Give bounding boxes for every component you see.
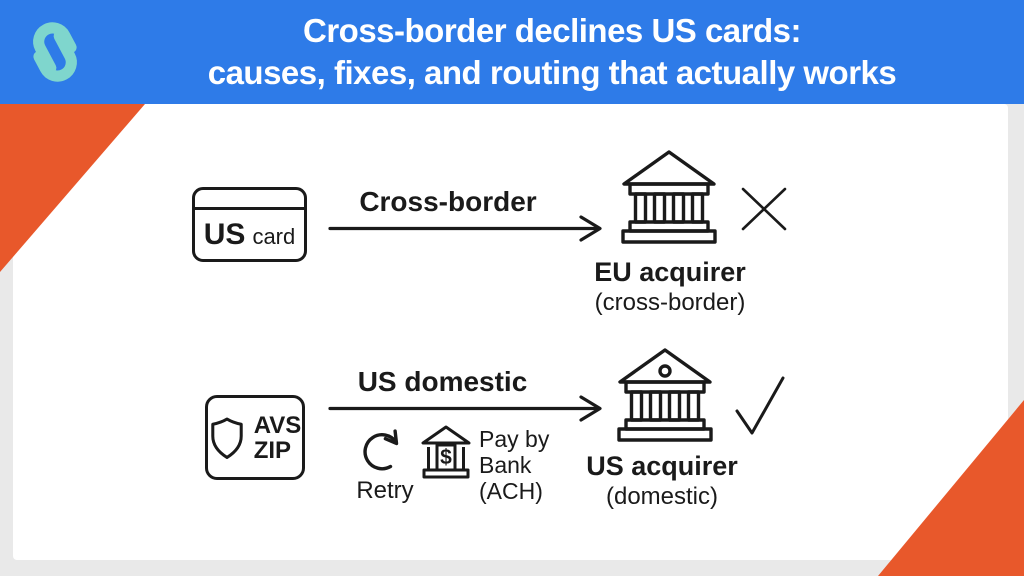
card-label-secondary: card (252, 223, 296, 249)
us-card-icon: US card (192, 187, 307, 262)
retry-circular-arrow-icon (363, 429, 399, 471)
card-label: US card (195, 210, 304, 259)
eu-acquirer-bank-icon (621, 150, 717, 244)
us-acquirer-note: (domestic) (605, 483, 719, 510)
pay-by-bank-label: Pay by Bank (ACH) (479, 426, 569, 504)
route-label-us-domestic: US domestic (357, 366, 528, 397)
us-acquirer-label: US acquirer (586, 451, 738, 481)
x-mark-icon (741, 187, 787, 231)
shield-icon (210, 417, 243, 459)
bank-dollar-icon: $ (421, 425, 471, 479)
card-label-primary: US (203, 217, 246, 251)
brand-swirl-icon (33, 22, 77, 82)
eu-acquirer-note: (cross-border) (594, 289, 746, 316)
us-acquirer-bank-icon (617, 348, 713, 442)
route-label-cross-border: Cross-border (359, 186, 537, 217)
arrow-right-icon (328, 215, 602, 242)
title-line-1: Cross-border declines US cards: (303, 12, 802, 49)
dollar-symbol: $ (440, 446, 452, 469)
avs-zip-label: AVS ZIP (254, 413, 302, 463)
check-mark-icon (735, 376, 785, 435)
pay-by-bank-line-3: (ACH) (479, 478, 543, 504)
pay-by-bank-line-2: Bank (479, 452, 532, 478)
avs-line-2: ZIP (253, 436, 292, 464)
title-line-2: causes, fixes, and routing that actually… (207, 54, 897, 91)
card-stripe (195, 207, 304, 210)
avs-line-1: AVS (253, 411, 302, 439)
eu-acquirer-label: EU acquirer (594, 257, 746, 287)
header-banner: Cross-border declines US cards: causes, … (0, 0, 1024, 104)
arrow-right-icon (328, 395, 602, 422)
content-panel (13, 104, 1008, 560)
retry-label: Retry (356, 477, 414, 504)
pay-by-bank-line-1: Pay by (479, 426, 550, 452)
avs-zip-box: AVS ZIP (205, 395, 305, 480)
page-title: Cross-border declines US cards: causes, … (110, 0, 994, 104)
